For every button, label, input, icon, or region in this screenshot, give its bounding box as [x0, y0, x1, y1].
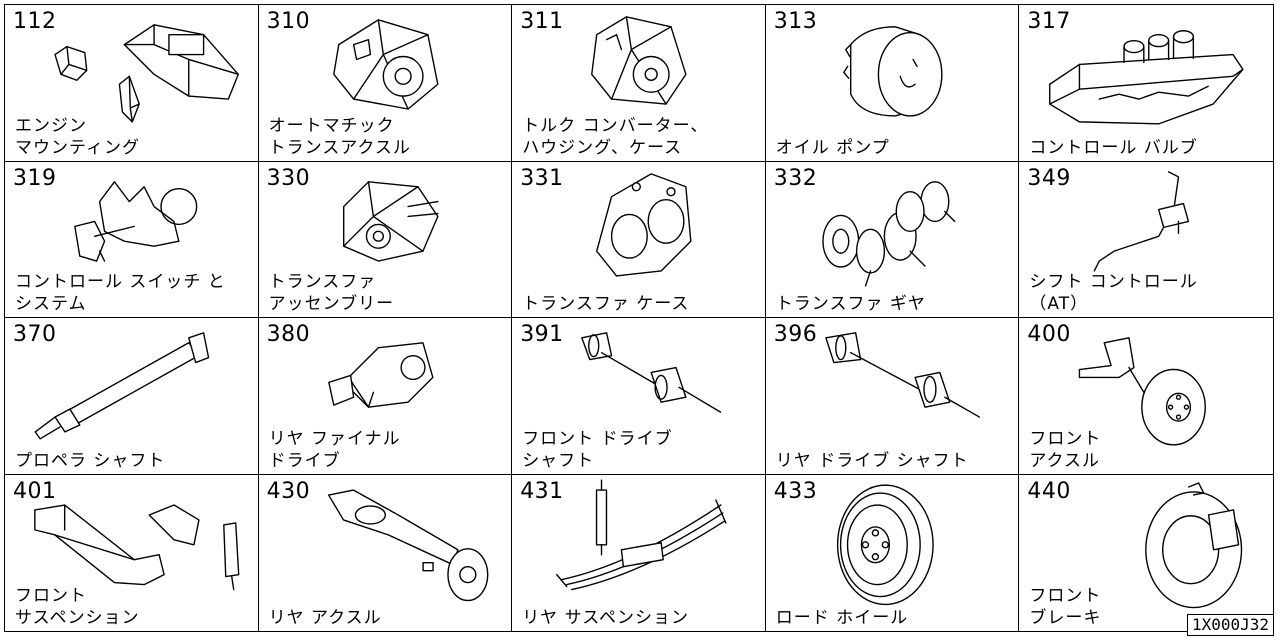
torque-converter-housing-icon [591, 16, 687, 105]
part-label: リヤ ファイナルドライブ [268, 428, 401, 471]
part-label: エンジンマウンティング [15, 115, 140, 158]
parts-catalog-grid: 112 エンジンマウンティング 310 オートマチックトランスアクスル [4, 4, 1274, 632]
part-label: フロント ドライブシャフト [522, 428, 673, 471]
transfer-assembly-icon [342, 180, 439, 262]
rear-drive-shaft-icon [825, 332, 980, 418]
catalog-cell-317[interactable]: 317 コントロール バルブ [1019, 5, 1273, 162]
catalog-cell-330[interactable]: 330 トランスファアッセンブリー [258, 161, 513, 318]
part-label: プロペラ シャフト [15, 450, 166, 471]
part-label: リヤ ドライブ シャフト [775, 450, 969, 471]
shift-control-icon [1093, 170, 1190, 272]
part-code: 380 [266, 322, 311, 347]
catalog-cell-400[interactable]: 400 フロントアクスル [1019, 318, 1273, 475]
catalog-cell-311[interactable]: 311 トルク コンバーター、ハウジング、ケース [512, 5, 766, 162]
rear-axle-icon [327, 488, 489, 601]
control-valve-icon [1049, 30, 1244, 125]
reference-code: 1X000J32 [1186, 614, 1274, 636]
rear-final-drive-icon [327, 342, 434, 408]
part-code: 431 [520, 478, 564, 504]
catalog-cell-401[interactable]: 401 フロントサスペンション [5, 474, 259, 631]
catalog-cell-380[interactable]: 380 リヤ ファイナルドライブ [258, 318, 513, 475]
propeller-shaft-icon [34, 332, 210, 440]
part-code: 391 [520, 322, 564, 347]
part-code: 317 [1027, 9, 1071, 34]
oil-pump-icon [842, 26, 943, 117]
part-code: 396 [773, 322, 818, 347]
part-code: 370 [13, 322, 57, 347]
transfer-case-icon [596, 172, 692, 277]
front-suspension-icon [34, 503, 240, 590]
front-axle-icon [1079, 337, 1207, 446]
front-brake-icon [1145, 481, 1243, 608]
control-switch-system-icon [74, 180, 198, 262]
part-label: オイル ポンプ [775, 137, 890, 158]
catalog-cell-440[interactable]: 440 フロントブレーキ [1019, 475, 1273, 632]
catalog-cell-370[interactable]: 370 プロペラ シャフト [5, 318, 259, 475]
part-label: ロード ホイール [775, 608, 909, 628]
part-label: リヤ アクスル [268, 608, 382, 628]
part-code: 349 [1027, 165, 1071, 191]
part-label: コントロール バルブ [1029, 137, 1198, 158]
part-label: フロントブレーキ [1029, 586, 1102, 628]
part-code: 401 [13, 478, 57, 504]
part-label: トランスファアッセンブリー [268, 272, 395, 314]
engine-mounting-icon [54, 24, 239, 123]
catalog-cell-332[interactable]: 332 トランスファ ギヤ [765, 161, 1020, 318]
part-code: 112 [13, 9, 57, 34]
part-code: 433 [773, 478, 818, 504]
catalog-cell-431[interactable]: 431 リヤ サスペンション [512, 474, 766, 631]
part-label: リヤ サスペンション [522, 608, 690, 628]
part-label: トルク コンバーター、ハウジング、ケース [522, 115, 709, 158]
part-label: フロントアクスル [1029, 428, 1102, 471]
part-code: 319 [13, 165, 57, 191]
catalog-cell-430[interactable]: 430 リヤ アクスル [259, 474, 513, 631]
part-code: 332 [773, 165, 818, 191]
part-code: 331 [520, 165, 564, 191]
catalog-cell-349[interactable]: 349 シフト コントロール（AT） [1019, 162, 1273, 318]
catalog-cell-313[interactable]: 313 オイル ポンプ [765, 5, 1020, 162]
part-code: 440 [1027, 478, 1071, 504]
catalog-cell-319[interactable]: 319 コントロール スイッチ とシステム [5, 161, 259, 318]
transfer-gear-icon [822, 180, 956, 286]
part-label: シフト コントロール（AT） [1029, 272, 1198, 314]
part-code: 430 [266, 478, 311, 504]
part-label: コントロール スイッチ とシステム [15, 272, 226, 314]
rear-suspension-icon [556, 478, 727, 590]
part-label: オートマチックトランスアクスル [268, 115, 411, 158]
part-label: トランスファ ケース [522, 294, 690, 314]
automatic-transaxle-icon [332, 19, 439, 110]
road-wheel-icon [836, 483, 934, 605]
catalog-cell-331[interactable]: 331 トランスファ ケース [512, 161, 766, 318]
part-code: 330 [266, 165, 311, 191]
part-label: トランスファ ギヤ [775, 294, 926, 314]
catalog-cell-433[interactable]: 433 ロード ホイール [766, 474, 1020, 631]
catalog-cell-310[interactable]: 310 オートマチックトランスアクスル [258, 5, 513, 162]
part-code: 400 [1027, 322, 1071, 347]
part-code: 310 [266, 9, 311, 34]
part-code: 313 [773, 9, 818, 34]
catalog-cell-396[interactable]: 396 リヤ ドライブ シャフト [765, 318, 1020, 475]
part-code: 311 [520, 9, 564, 34]
front-drive-shaft-icon [581, 332, 722, 413]
part-label: フロントサスペンション [15, 586, 140, 628]
catalog-cell-391[interactable]: 391 フロント ドライブシャフト [512, 318, 766, 475]
catalog-cell-112[interactable]: 112 エンジンマウンティング [5, 5, 259, 162]
